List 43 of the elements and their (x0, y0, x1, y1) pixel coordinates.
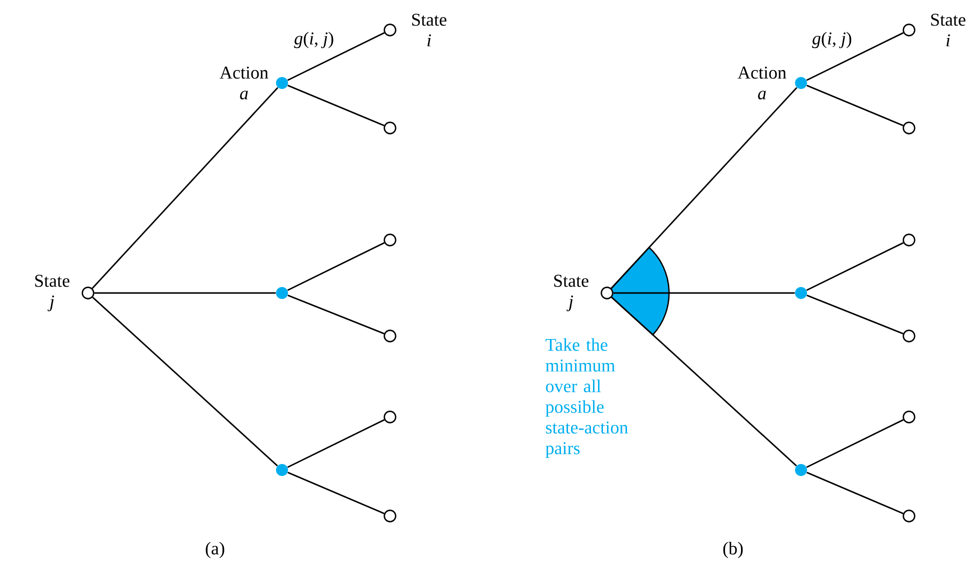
state-circle (384, 122, 396, 134)
edge-label: g(i, j) (292, 30, 336, 50)
branch-line (287, 472, 384, 514)
action-dot (795, 464, 807, 476)
branch-line (806, 32, 904, 81)
branch-line (288, 294, 384, 334)
action-dot (276, 287, 288, 299)
branch-line (287, 32, 385, 81)
branch-line (610, 87, 798, 289)
state-circle (384, 410, 396, 424)
branch-line (287, 242, 385, 291)
branch-line (806, 294, 904, 334)
state-circle (902, 510, 916, 522)
edge-label: g(i, j) (810, 30, 854, 50)
state-circle (902, 122, 916, 134)
branch-line (613, 292, 795, 294)
state-circle (902, 410, 916, 424)
branch-line (92, 296, 278, 466)
state-label: State i (412, 14, 446, 46)
state-circle (902, 330, 916, 342)
action-dot (276, 464, 288, 476)
branch-line (806, 419, 904, 468)
state-label: Action a (220, 66, 268, 100)
branch-line (806, 242, 904, 291)
state-label: State j (35, 274, 70, 312)
panel-label: (b) (723, 542, 743, 558)
panel-label: (a) (206, 542, 224, 558)
branch-line (806, 472, 904, 514)
state-circle (384, 234, 396, 246)
branch-line (92, 87, 278, 289)
branch-line (288, 84, 384, 126)
branch-line (94, 292, 276, 294)
branch-line (611, 296, 797, 466)
state-label: State j (554, 274, 588, 312)
state-circle (384, 330, 396, 342)
state-circle (384, 510, 396, 522)
state-circle (902, 234, 916, 246)
state-label: Action a (738, 66, 786, 100)
branch-line (806, 84, 904, 126)
branch-line (287, 419, 385, 468)
note-text: Take the minimum over all possible state-action pairs (546, 338, 628, 458)
state-label: State i (931, 14, 966, 46)
action-dot (795, 287, 807, 299)
